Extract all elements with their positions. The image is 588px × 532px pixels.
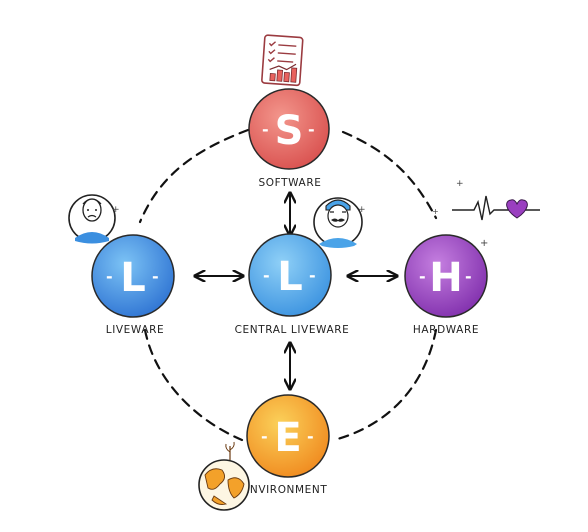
svg-text:-: - <box>106 267 113 286</box>
globe-icon <box>198 441 250 511</box>
svg-text:-: - <box>261 427 268 446</box>
node-liveware-letter: L <box>120 255 146 301</box>
node-central-label: CENTRAL LIVEWARE <box>235 324 350 336</box>
node-environment-label: ENVIRONMENT <box>243 484 328 496</box>
svg-text:-: - <box>263 266 270 285</box>
svg-text:-: - <box>465 267 472 286</box>
svg-text:+: + <box>456 179 464 189</box>
mustache-person-icon: + <box>313 197 366 248</box>
svg-text:+: + <box>358 205 366 215</box>
node-hardware-label: HARDWARE <box>413 324 479 336</box>
node-software-letter: S <box>275 108 304 154</box>
sad-person-icon: + <box>68 194 120 244</box>
svg-text:+: + <box>112 205 120 215</box>
node-liveware: - L - LIVEWARE <box>91 234 175 336</box>
checklist-chart-icon <box>261 34 304 87</box>
connector-arrows <box>196 194 396 388</box>
node-liveware-label: LIVEWARE <box>106 324 164 336</box>
node-hardware-letter: H <box>429 255 462 301</box>
node-environment-letter: E <box>274 415 301 461</box>
svg-text:-: - <box>309 266 316 285</box>
svg-text:-: - <box>152 267 159 286</box>
node-software: - S - SOFTWARE <box>248 88 330 189</box>
svg-text:+: + <box>432 207 439 216</box>
node-software-label: SOFTWARE <box>259 177 322 189</box>
svg-text:+: + <box>480 238 488 249</box>
node-central-liveware: - L - CENTRAL LIVEWARE <box>235 233 350 336</box>
node-central-letter: L <box>277 254 303 300</box>
node-hardware: - H - HARDWARE <box>404 234 488 336</box>
svg-text:-: - <box>307 427 314 446</box>
svg-text:-: - <box>419 267 426 286</box>
node-environment: - E - ENVIRONMENT <box>243 394 330 496</box>
heartbeat-icon: + + + <box>432 179 540 249</box>
svg-text:-: - <box>308 120 315 139</box>
dashed-ring <box>138 128 438 442</box>
svg-text:-: - <box>262 120 269 139</box>
